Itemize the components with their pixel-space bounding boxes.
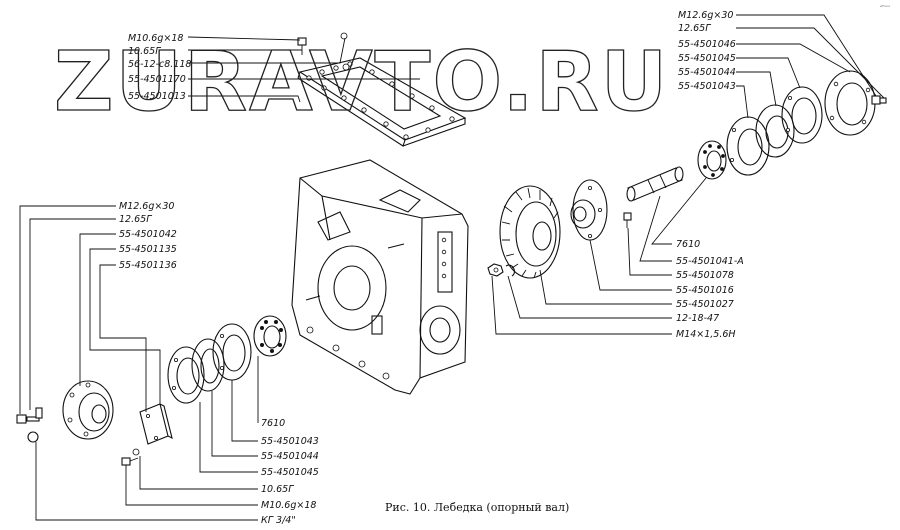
- svg-text:55-4501170: 55-4501170: [128, 74, 186, 85]
- svg-text:12-18-47: 12-18-47: [676, 313, 719, 324]
- svg-text:55-4501046: 55-4501046: [678, 39, 736, 50]
- svg-text:55-4501043: 55-4501043: [261, 436, 319, 447]
- leaders-left: [19, 205, 161, 414]
- labels-bottom: 7610 55-4501043 55-4501044 55-4501045 10…: [261, 418, 319, 526]
- svg-text:12.65Г: 12.65Г: [119, 214, 152, 225]
- labels-top-right: M12.6g×30 12.65Г 55-4501046 55-4501045 5…: [678, 10, 736, 92]
- svg-text:55-4501136: 55-4501136: [119, 260, 177, 271]
- svg-text:55-4501016: 55-4501016: [676, 285, 734, 296]
- small-plate: [139, 403, 173, 445]
- corner-mark: ᵉᴾᵒᵒᵒ: [880, 5, 890, 11]
- leaders-right: [491, 177, 707, 335]
- svg-text:КГ 3/4": КГ 3/4": [261, 515, 296, 526]
- svg-text:7610: 7610: [261, 418, 285, 429]
- left-bolt-assembly: [16, 407, 43, 424]
- leaders-top-left: [187, 36, 420, 103]
- right-bearing: [697, 140, 727, 180]
- left-gaskets: [167, 323, 252, 404]
- labels-top-left: M10.6g×18 10.65Г 56-12-с8.118 55-4501170…: [128, 33, 191, 102]
- cover-bolt-holes: [306, 61, 455, 140]
- svg-text:55-4501045: 55-4501045: [678, 53, 736, 64]
- left-bearing: [253, 315, 287, 357]
- svg-text:10.65Г: 10.65Г: [261, 484, 294, 495]
- labels-right: 7610 55-4501041-А 55-4501078 55-4501016 …: [676, 239, 744, 340]
- labels-left: M12.6g×30 12.65Г 55-4501042 55-4501135 5…: [119, 201, 177, 271]
- winch-housing: [291, 159, 469, 395]
- svg-text:55-4501043: 55-4501043: [678, 81, 736, 92]
- figure-caption: Рис. 10. Лебедка (опорный вал): [385, 501, 569, 514]
- svg-text:55-4501027: 55-4501027: [676, 299, 734, 310]
- svg-text:10.65Г: 10.65Г: [128, 46, 161, 57]
- hex-nut: [487, 263, 515, 277]
- svg-text:55-4501135: 55-4501135: [119, 244, 177, 255]
- svg-text:M10.6g×18: M10.6g×18: [261, 500, 316, 511]
- svg-text:55-4501013: 55-4501013: [128, 91, 186, 102]
- svg-text:M12.6g×30: M12.6g×30: [119, 201, 174, 212]
- splined-hub: [570, 179, 608, 241]
- left-end-cap: [62, 380, 114, 440]
- svg-text:55-4501044: 55-4501044: [261, 451, 319, 462]
- svg-text:M10.6g×18: M10.6g×18: [128, 33, 183, 44]
- watermark: ZURAVTO.RU: [54, 35, 669, 130]
- svg-text:56-12-с8.118: 56-12-с8.118: [128, 59, 191, 70]
- support-shaft: [626, 166, 684, 202]
- bevel-gear: [499, 185, 561, 279]
- hub-bolt: [623, 212, 632, 228]
- svg-text:55-4501045: 55-4501045: [261, 467, 319, 478]
- svg-text:M12.6g×30: M12.6g×30: [678, 10, 733, 21]
- svg-text:55-4501041-А: 55-4501041-А: [676, 256, 744, 267]
- svg-text:55-4501044: 55-4501044: [678, 67, 736, 78]
- leaders-bottom: [35, 356, 259, 521]
- svg-text:55-4501078: 55-4501078: [676, 270, 734, 281]
- svg-text:55-4501042: 55-4501042: [119, 229, 177, 240]
- leaders-top-right: [736, 14, 885, 119]
- svg-text:12.65Г: 12.65Г: [678, 23, 711, 34]
- right-cap-bolts: [871, 95, 887, 105]
- svg-text:M14×1,5.6Н: M14×1,5.6Н: [676, 329, 736, 340]
- right-gaskets: [726, 70, 876, 176]
- bottom-bolts: [27, 431, 140, 466]
- svg-text:7610: 7610: [676, 239, 700, 250]
